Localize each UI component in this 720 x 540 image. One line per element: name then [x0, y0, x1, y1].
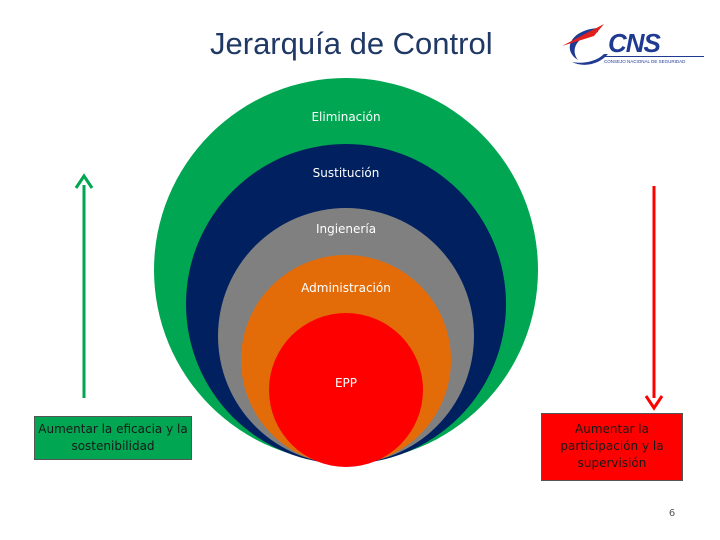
- page-number: 6: [668, 508, 676, 519]
- layer-circle-epp: [269, 313, 423, 467]
- layer-label-sustitucion: Sustitución: [312, 166, 380, 180]
- cns-logo-icon: [562, 24, 608, 65]
- slide-title: Jerarquía de Control: [210, 26, 493, 61]
- right-arrow-label-box: Aumentar la participación y la supervisi…: [541, 413, 683, 481]
- layer-label-ingienieria: Ingienería: [315, 222, 377, 236]
- right-arrow-head-icon: [644, 395, 664, 411]
- logo-divider: [604, 56, 704, 57]
- layer-label-epp: EPP: [334, 376, 358, 390]
- layer-label-administracion: Administración: [301, 281, 391, 295]
- layer-label-eliminacion: Eliminación: [311, 110, 381, 124]
- left-arrow-head-icon: [74, 173, 94, 189]
- logo-subtitle: CONSEJO NACIONAL DE SEGURIDAD: [604, 59, 686, 64]
- logo-text: CNS: [608, 28, 661, 58]
- left-arrow-label-box: Aumentar la eficacia y la sostenibilidad: [34, 416, 192, 460]
